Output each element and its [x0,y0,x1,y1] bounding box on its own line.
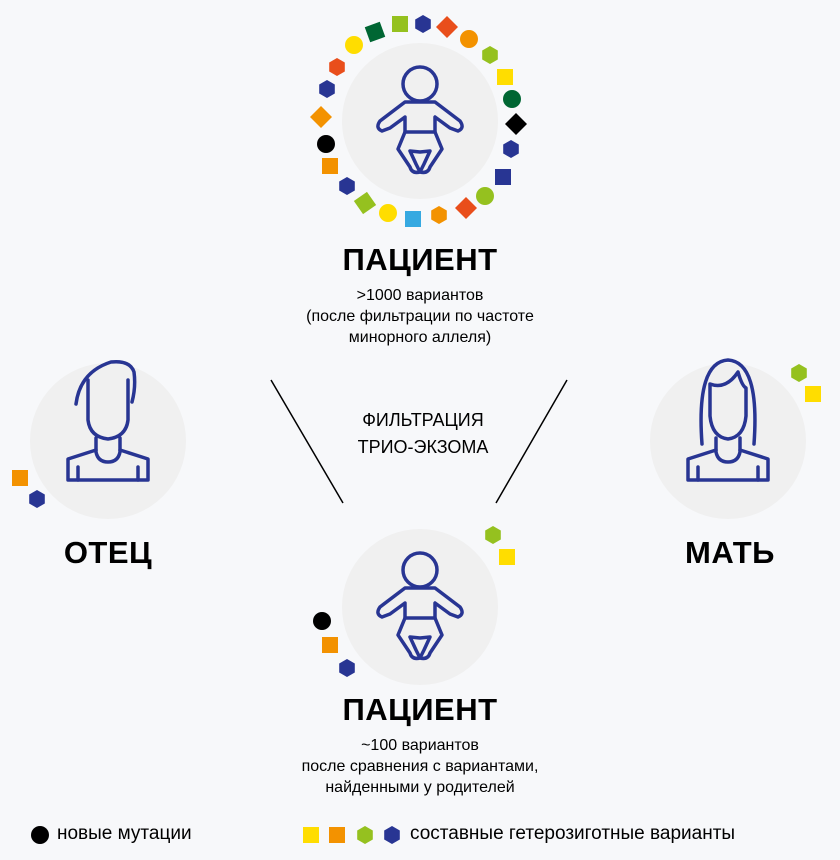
bottom-patient-title: ПАЦИЕНТ [342,692,498,727]
square-marker-icon [303,827,319,843]
square-marker-icon [329,827,345,843]
square-marker-icon [322,637,338,653]
bottom-patient-description: ~100 вариантов после сравнения с вариант… [302,735,539,798]
circle-marker-icon [345,36,363,54]
square-marker-icon [364,21,386,43]
desc-line: ~100 вариантов [361,737,479,754]
square-marker-icon [499,549,515,565]
diamond-marker-icon [310,106,332,128]
mother-circle [650,363,806,519]
father-circle [30,363,186,519]
circle-marker-icon [379,204,397,222]
hexagon-marker-icon [503,140,519,158]
hexagon-marker-icon [485,526,501,544]
hexagon-marker-icon [482,46,498,64]
filter-label-line: ФИЛЬТРАЦИЯ [362,410,484,430]
desc-line: (после фильтрации по частоте [306,308,534,325]
square-marker-icon [495,169,511,185]
desc-line: >1000 вариантов [356,287,484,304]
square-marker-icon [405,211,421,227]
top-patient-description: >1000 вариантов (после фильтрации по час… [306,285,534,348]
mother-title: МАТЬ [685,535,775,570]
square-marker-icon [392,16,408,32]
filter-label: ФИЛЬТРАЦИЯ ТРИО-ЭКЗОМА [358,407,489,461]
legend-new-mutations: новые мутации [57,823,192,844]
square-marker-icon [353,191,377,215]
circle-marker-icon [476,187,494,205]
diamond-marker-icon [505,113,527,135]
top-patient-circle [342,43,498,199]
hexagon-marker-icon [339,177,355,195]
diamond-marker-icon [455,197,477,219]
bottom-patient-circle [342,529,498,685]
legend-compound-heterozygous: составные гетерозиготные варианты [410,823,736,844]
father-title: ОТЕЦ [63,535,153,570]
circle-marker-icon [31,826,49,844]
connector-line-left [270,379,344,504]
hexagon-marker-icon [319,80,335,98]
circle-marker-icon [317,135,335,153]
diamond-marker-icon [436,16,458,38]
top-patient-title: ПАЦИЕНТ [342,242,498,277]
square-marker-icon [497,69,513,85]
square-marker-icon [322,158,338,174]
desc-line: после сравнения с вариантами, [301,758,539,775]
hexagon-marker-icon [339,659,355,677]
filter-label-line: ТРИО-ЭКЗОМА [357,437,489,457]
hexagon-marker-icon [357,826,373,844]
hexagon-marker-icon [791,364,807,382]
hexagon-marker-icon [329,58,345,76]
circle-marker-icon [460,30,478,48]
circle-marker-icon [313,612,331,630]
square-marker-icon [805,386,821,402]
connector-line-right [495,379,568,504]
hexagon-marker-icon [29,490,45,508]
hexagon-marker-icon [415,15,431,33]
square-marker-icon [12,470,28,486]
hexagon-marker-icon [431,206,447,224]
circle-marker-icon [503,90,521,108]
desc-line: минорного аллеля) [348,329,492,346]
desc-line: найденными у родителей [325,779,515,796]
hexagon-marker-icon [384,826,400,844]
